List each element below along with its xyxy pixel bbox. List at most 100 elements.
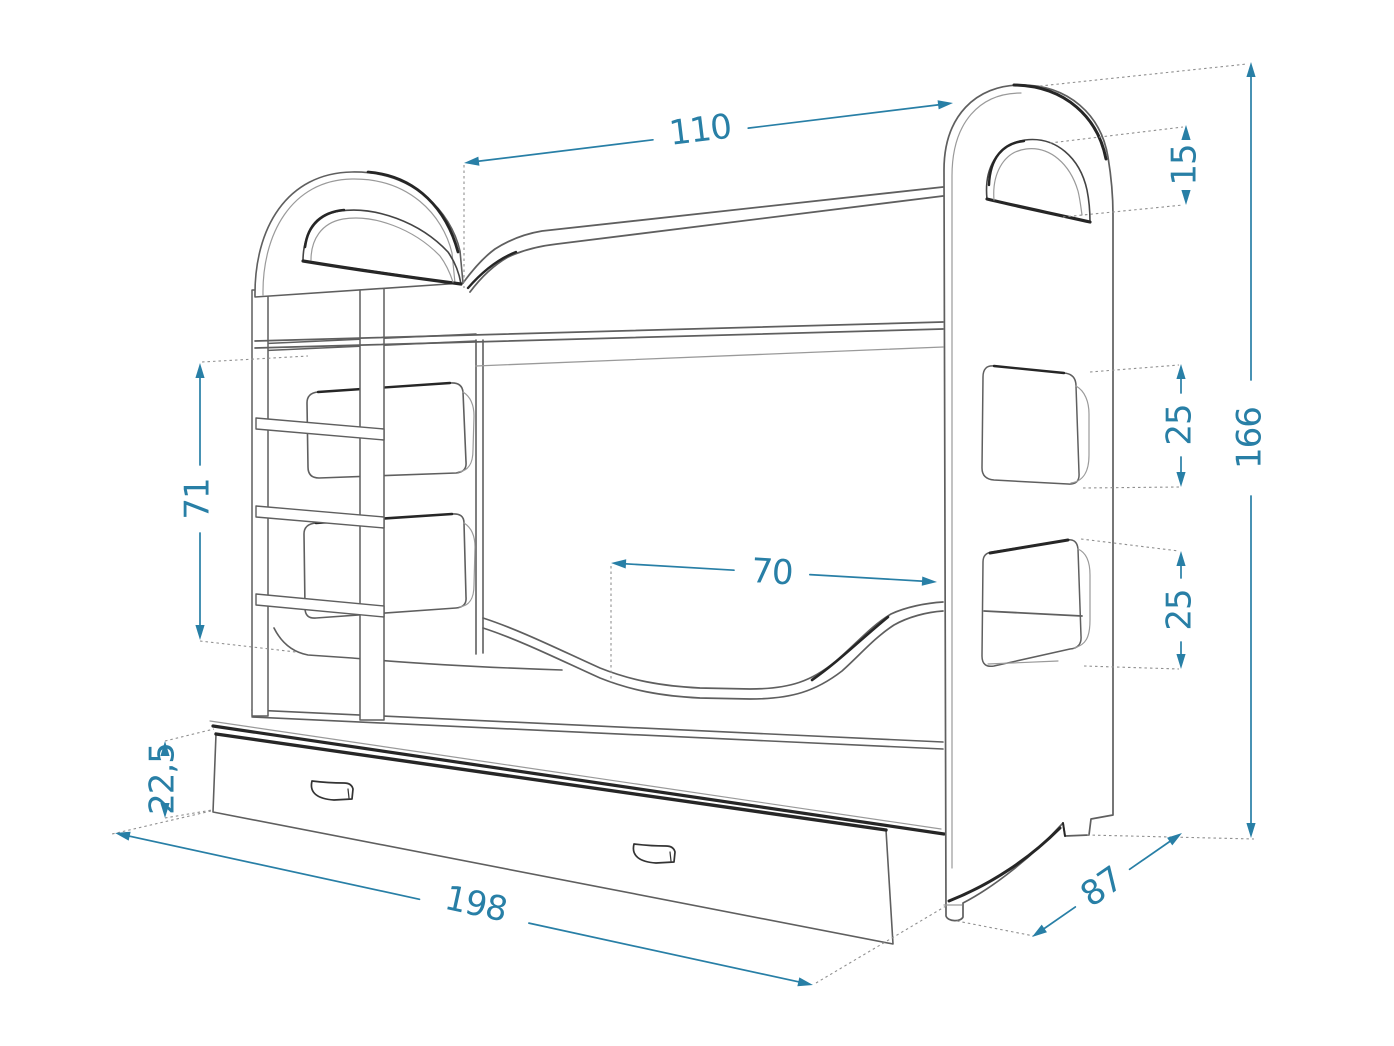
drawer-handle-right-detail xyxy=(669,851,672,862)
upper-rail-bottom xyxy=(469,195,944,293)
dim-arrow-inner-length xyxy=(921,576,937,586)
upper-headboard-inner xyxy=(262,178,456,296)
right-panel-moon-inner xyxy=(993,148,1083,216)
lower-headboard-window-lower xyxy=(303,513,467,619)
dim-line-top-length xyxy=(472,138,654,163)
dim-arrow-total-height xyxy=(1246,823,1256,838)
leader-total-length-left xyxy=(111,810,212,835)
dim-line-depth xyxy=(1038,906,1077,933)
dim-arrow-top-length xyxy=(464,156,480,166)
dim-arrow-lower-window-height xyxy=(1176,654,1186,669)
upper-headboard-window-inner xyxy=(310,217,454,283)
dim-line-total-length xyxy=(122,834,421,901)
right-panel-window-upper-inner xyxy=(1070,385,1090,484)
upper-headboard-arc-shade xyxy=(366,170,460,254)
lower-headboard-window-upper-inner xyxy=(457,391,475,473)
bunk-bottom-edge2 xyxy=(251,716,944,750)
right-panel-top-shade xyxy=(1012,83,1108,161)
dim-arrow-ladder-height xyxy=(195,363,205,378)
right-panel-inner xyxy=(951,92,1022,869)
dim-arrow-total-length xyxy=(797,977,813,987)
lower-rail-shade xyxy=(810,615,890,682)
leader-moon-bottom xyxy=(1062,204,1184,218)
leader-lines xyxy=(111,63,1255,984)
dim-arrow-top-length xyxy=(937,100,953,110)
dim-line-total-length xyxy=(528,922,806,984)
leader-drawer-bottom xyxy=(164,809,213,819)
dim-label-depth: 87 xyxy=(1073,859,1130,915)
right-panel-moon-arc-shade xyxy=(987,139,1026,187)
dim-arrow-drawer-height xyxy=(160,741,170,756)
upper-rail-shade xyxy=(466,250,518,290)
dim-label-headboard-window-height: 15 xyxy=(1164,144,1204,185)
dim-arrow-depth xyxy=(1032,924,1047,937)
upper-mattress-edge xyxy=(475,346,944,367)
mattress-through-window xyxy=(987,660,1059,665)
lower-headboard-window-lower-inner xyxy=(458,522,476,608)
dim-label-inner-length: 70 xyxy=(750,551,793,593)
dim-label-lower-window-height: 25 xyxy=(1159,589,1199,630)
leader-window-lower-bottom xyxy=(1083,665,1180,670)
dim-label-total-length: 198 xyxy=(441,878,510,930)
dim-arrow-total-height xyxy=(1246,62,1256,77)
lower-rail-bottom xyxy=(482,610,944,700)
base-top-shade xyxy=(211,724,946,836)
leader-depth-front xyxy=(956,920,1035,937)
dim-arrow-drawer-height xyxy=(160,803,170,818)
rail-through-window xyxy=(983,610,1083,617)
dim-line-inner-length xyxy=(619,562,735,572)
upper-headboard-panel xyxy=(254,171,464,298)
dim-arrow-total-length xyxy=(115,831,131,841)
dim-line-top-length xyxy=(747,103,945,129)
dim-arrow-lower-window-height xyxy=(1176,551,1186,566)
base-top-edge xyxy=(209,720,942,830)
dim-label-total-height: 166 xyxy=(1229,407,1269,469)
ladder-right-rail xyxy=(359,285,385,721)
bed-line-art xyxy=(209,83,1114,945)
drawer-top-shade xyxy=(214,732,888,832)
right-panel-window-upper-shade xyxy=(992,364,1066,375)
dim-arrow-upper-window-height xyxy=(1176,472,1186,487)
right-panel-bottom-shade xyxy=(947,826,1062,903)
ladder-rung-2 xyxy=(255,505,385,529)
drawer-handle-right xyxy=(632,843,676,864)
dim-arrow-headboard-window-height xyxy=(1181,190,1191,205)
upper-platform-edge2 xyxy=(254,328,944,349)
dim-line-inner-length xyxy=(809,573,929,583)
dim-arrow-depth xyxy=(1167,833,1182,846)
bunk-bottom-edge xyxy=(251,709,944,743)
dim-line-depth xyxy=(1128,837,1176,871)
dim-label-ladder-height: 71 xyxy=(177,478,217,519)
drawer-front xyxy=(212,733,894,945)
leader-total-height-top xyxy=(1039,63,1248,87)
ladder-rung-1 xyxy=(255,417,385,441)
right-panel-window-upper xyxy=(981,365,1080,485)
lower-headboard-window-upper xyxy=(306,382,467,479)
leader-drawer-top xyxy=(164,728,215,742)
right-panel-window-lower xyxy=(981,538,1082,668)
right-panel-window-lower-shade xyxy=(988,538,1070,555)
drawer-handle-left-detail xyxy=(347,788,350,799)
ladder-rung-3 xyxy=(255,593,385,618)
dim-arrow-upper-window-height xyxy=(1176,364,1186,379)
upper-platform-edge xyxy=(254,321,944,342)
right-panel-window-lower-inner xyxy=(1073,548,1091,649)
dim-label-upper-window-height: 25 xyxy=(1159,404,1199,445)
dim-arrow-inner-length xyxy=(611,559,627,569)
right-panel-foot-notch xyxy=(1062,822,1066,837)
right-panel-moon-bottom-shade xyxy=(985,197,1092,224)
right-panel-outline xyxy=(943,84,1114,922)
ladder-left-rail xyxy=(251,289,269,717)
leader-moon-top xyxy=(1049,126,1184,144)
upper-headboard-window-arc-shade xyxy=(303,208,346,249)
leader-ladder-top xyxy=(201,355,309,363)
leader-window-upper-top xyxy=(1089,364,1180,373)
dim-arrow-ladder-height xyxy=(195,625,205,640)
dim-arrow-headboard-window-height xyxy=(1181,125,1191,140)
dim-label-drawer-height: 22,5 xyxy=(142,743,182,815)
lower-rail-top xyxy=(482,601,944,690)
dim-label-top-length: 110 xyxy=(667,107,733,154)
drawer-handle-left xyxy=(310,780,354,801)
